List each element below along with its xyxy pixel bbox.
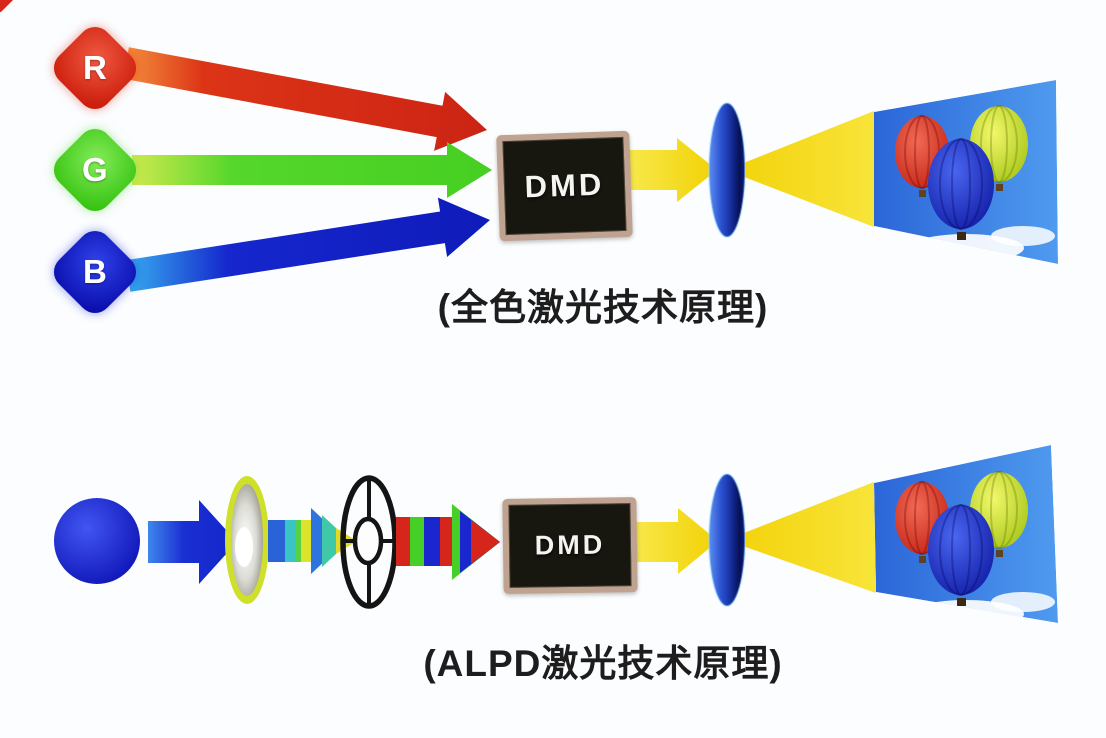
red-laser-label: R (83, 49, 107, 86)
phosphor-wheel (225, 476, 269, 604)
projection-lens-top (708, 102, 746, 238)
blue-beam-arrow (125, 197, 490, 292)
blue-laser-source (54, 498, 140, 584)
red-beam-arrow (123, 47, 487, 151)
projection-cone-top (726, 111, 874, 227)
projection-screen-bottom (874, 445, 1058, 623)
caption-full-color-laser: (全色激光技术原理) (437, 287, 769, 328)
rgb-sequential-arrow (396, 504, 500, 580)
projection-cone-bottom (726, 482, 876, 593)
projection-lens-bottom (708, 473, 746, 607)
yellow-beam-arrow-bottom (625, 508, 718, 574)
caption-alpd-laser: (ALPD激光技术原理) (423, 643, 783, 684)
color-wheel (340, 475, 398, 609)
green-laser-label: G (82, 150, 108, 188)
blue-source-arrow (148, 500, 237, 584)
dmd-label-top: DMD (524, 166, 605, 205)
projection-screen-top (874, 80, 1058, 264)
dmd-chip-bottom: DMD (502, 497, 638, 594)
dmd-chip-top: DMD (496, 130, 633, 242)
green-beam-arrow (132, 142, 492, 198)
yellow-beam-arrow-top (620, 138, 717, 202)
dmd-label-bottom: DMD (534, 529, 606, 561)
